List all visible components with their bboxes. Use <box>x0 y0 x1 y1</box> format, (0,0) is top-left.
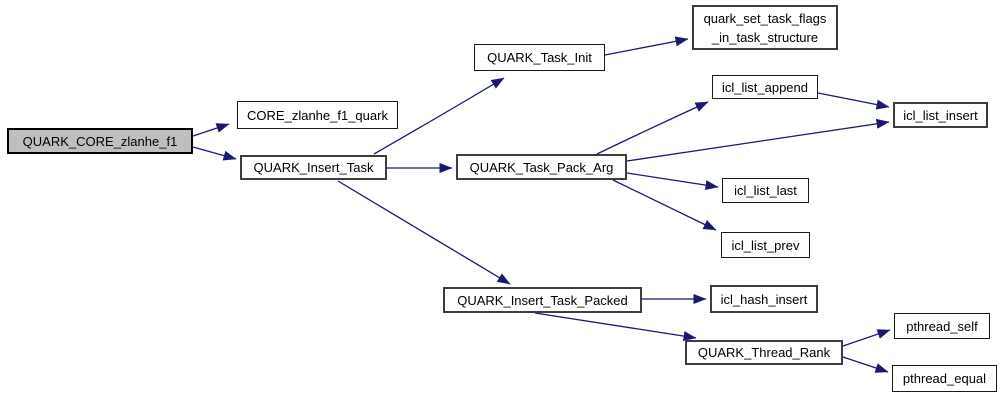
edge-quark-insert-task-to-quark-task-init <box>373 77 505 155</box>
edge-quark-task-pack-arg-to-icl-list-insert <box>626 118 890 162</box>
edge-quark-insert-task-to-quark-insert-task-packed <box>337 180 511 285</box>
node-icl-list-last[interactable]: icl_list_last <box>722 178 809 203</box>
node-pthread-self[interactable]: pthread_self <box>894 313 990 339</box>
node-icl-list-insert[interactable]: icl_list_insert <box>893 102 988 128</box>
node-quark-task-init[interactable]: QUARK_Task_Init <box>474 44 605 71</box>
node-quark-core-zlanhe-f1: QUARK_CORE_zlanhe_f1 <box>7 128 193 154</box>
node-quark-insert-task-packed[interactable]: QUARK_Insert_Task_Packed <box>443 287 642 313</box>
node-quark-task-pack-arg[interactable]: QUARK_Task_Pack_Arg <box>456 154 627 180</box>
edge-quark-thread-rank-to-pthread-self <box>842 329 891 347</box>
edge-quark-core-zlanhe-f1-to-core-zlanhe-f1-quark <box>192 123 230 137</box>
edge-quark-task-pack-arg-to-icl-list-last <box>626 172 719 191</box>
edge-quark-core-zlanhe-f1-to-quark-insert-task <box>192 146 237 161</box>
edge-quark-thread-rank-to-pthread-equal <box>842 356 889 373</box>
node-icl-list-prev[interactable]: icl_list_prev <box>721 232 810 258</box>
edge-icl-list-append-to-icl-list-insert <box>817 92 890 110</box>
node-icl-hash-insert[interactable]: icl_hash_insert <box>710 285 818 313</box>
edge-quark-insert-task-packed-to-quark-thread-rank <box>534 312 697 342</box>
node-quark-set-task-flags-in-task-structure[interactable]: quark_set_task_flags _in_task_structure <box>692 5 838 50</box>
node-quark-thread-rank[interactable]: QUARK_Thread_Rank <box>685 340 843 365</box>
node-quark-insert-task[interactable]: QUARK_Insert_Task <box>240 155 387 180</box>
edge-quark-task-pack-arg-to-icl-list-prev <box>612 179 717 231</box>
edge-quark-task-init-to-quark-set-task-flags <box>604 36 689 56</box>
node-pthread-equal[interactable]: pthread_equal <box>892 365 997 392</box>
node-core-zlanhe-f1-quark[interactable]: CORE_zlanhe_f1_quark <box>237 101 398 129</box>
edge-quark-task-pack-arg-to-icl-list-append <box>596 101 709 155</box>
node-icl-list-append[interactable]: icl_list_append <box>712 75 818 99</box>
